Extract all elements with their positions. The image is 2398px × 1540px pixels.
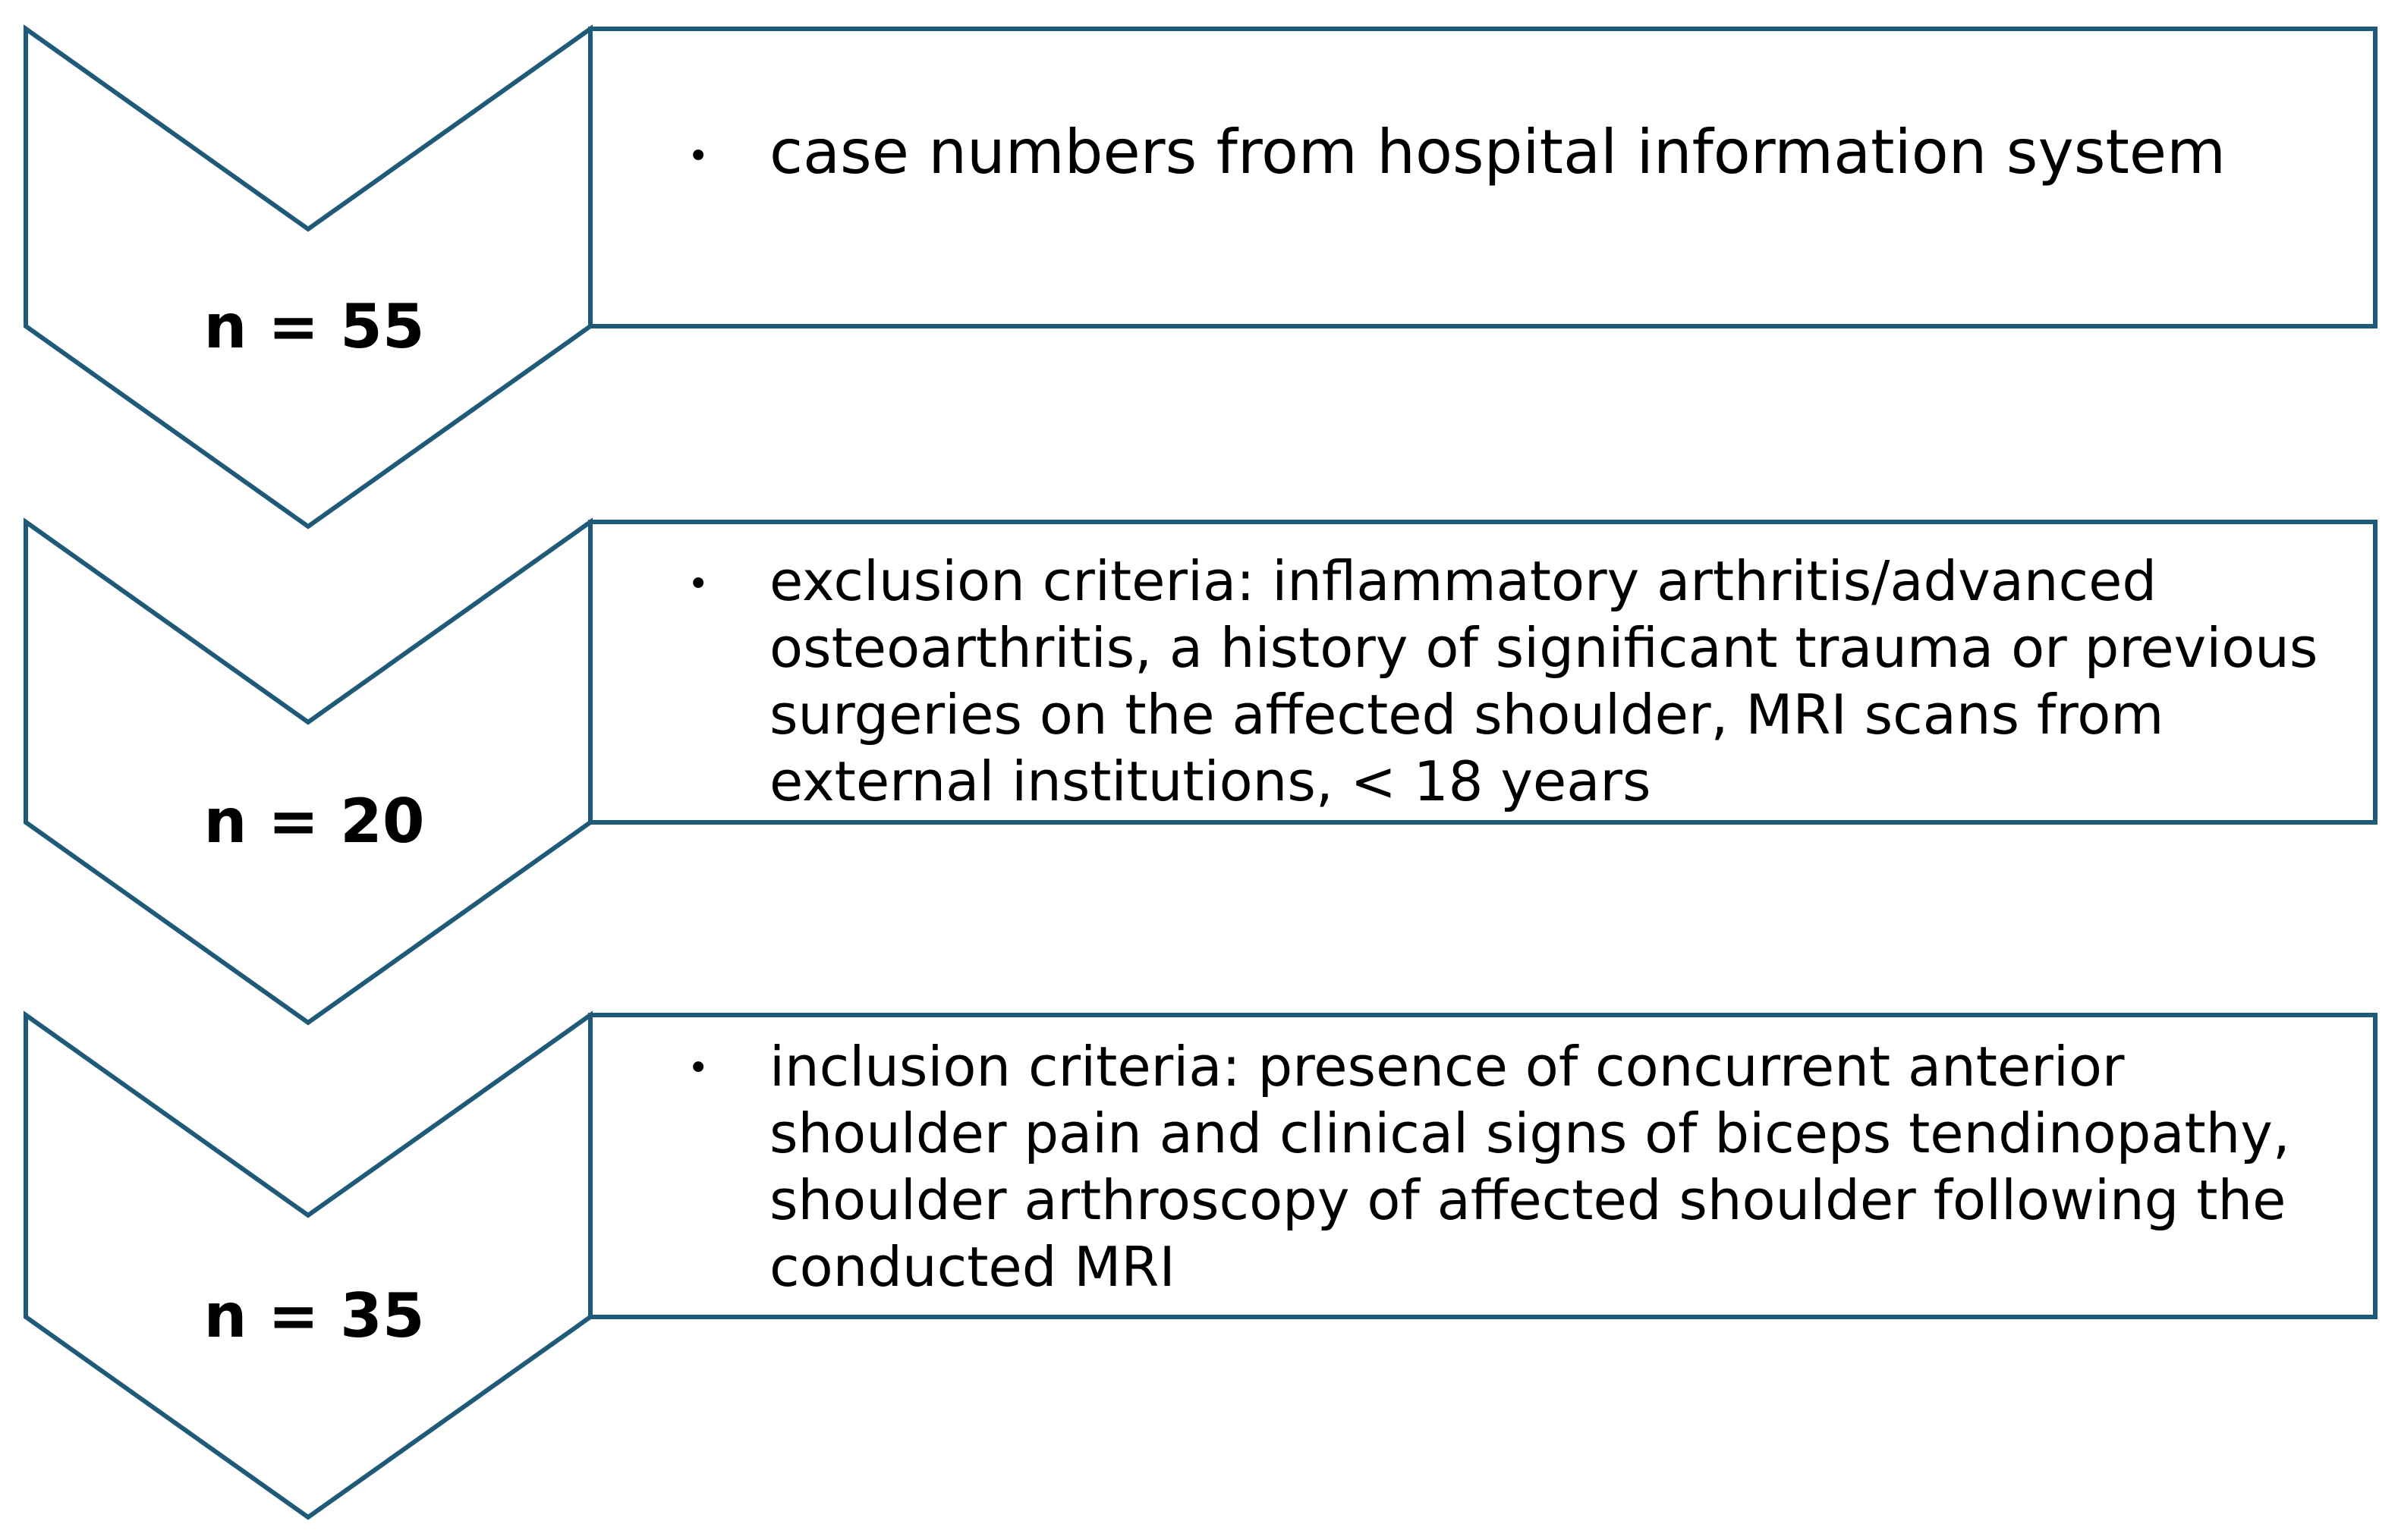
count-label-2: n = 20: [203, 786, 424, 856]
count-label-1: n = 55: [203, 291, 424, 362]
chevron-step-1: [24, 24, 593, 530]
bullet-3: •: [688, 1047, 710, 1089]
count-label-3: n = 35: [203, 1281, 424, 1351]
chevron-step-2: [24, 517, 593, 1026]
bullet-2: •: [688, 563, 710, 605]
criteria-text-1: case numbers from hospital information s…: [769, 117, 2226, 187]
criteria-box-3: [588, 1013, 2378, 1319]
criteria-box-2: [588, 520, 2378, 825]
criteria-box-1: [588, 27, 2378, 328]
criteria-text-2: exclusion criteria: inflammatory arthrit…: [769, 549, 2318, 813]
chevron-step-3: [24, 1010, 593, 1520]
bullet-1: •: [688, 135, 710, 178]
criteria-text-3: inclusion criteria: presence of concurre…: [769, 1035, 2290, 1299]
